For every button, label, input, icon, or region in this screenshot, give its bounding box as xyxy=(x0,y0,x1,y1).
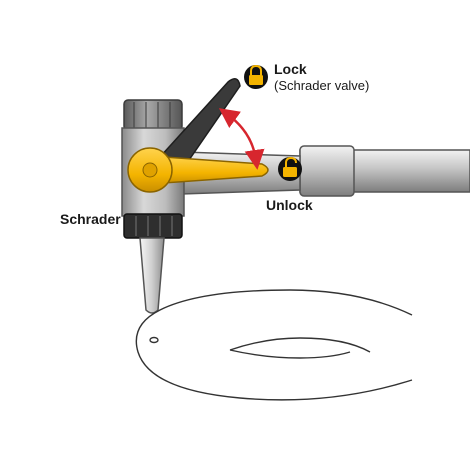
padlock-closed-icon xyxy=(244,64,268,89)
pump-hose xyxy=(299,145,470,197)
unlock-label: Unlock xyxy=(266,197,313,213)
lever-lock-position xyxy=(148,78,241,177)
padlock-open-icon xyxy=(278,156,302,181)
schrader-nozzle xyxy=(139,237,165,314)
inner-tube xyxy=(135,289,413,401)
schrader-label: Schrader xyxy=(60,211,121,227)
lock-sublabel: (Schrader valve) xyxy=(274,78,369,93)
lock-label: Lock xyxy=(274,61,307,77)
rotation-arrow xyxy=(218,108,265,170)
